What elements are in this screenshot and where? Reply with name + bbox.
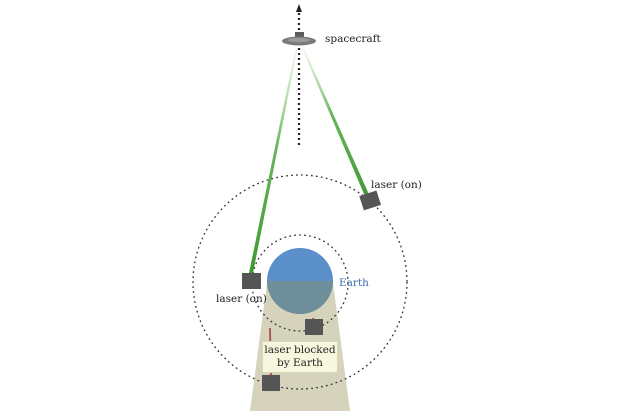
laser-station-icon	[305, 319, 323, 335]
laser-station-icon	[262, 375, 280, 391]
laser-blocked-line-2: by Earth	[277, 357, 323, 370]
laser-beam-right	[301, 46, 371, 201]
laser-blocked-line-1: laser blocked	[264, 344, 335, 357]
laser-on-label-right: laser (on)	[371, 179, 422, 191]
laser-station-icon	[242, 273, 261, 289]
laser-blocked-callout: laser blocked by Earth	[262, 341, 338, 373]
laser-beam-left	[249, 46, 298, 273]
spacecraft-label: spacecraft	[325, 33, 382, 45]
arrow-up-icon	[296, 4, 302, 145]
spacecraft-icon	[282, 32, 316, 46]
laser-on-label-left: laser (on)	[216, 293, 267, 305]
earth-label: Earth	[339, 277, 369, 289]
laser-station-icon	[359, 191, 381, 211]
